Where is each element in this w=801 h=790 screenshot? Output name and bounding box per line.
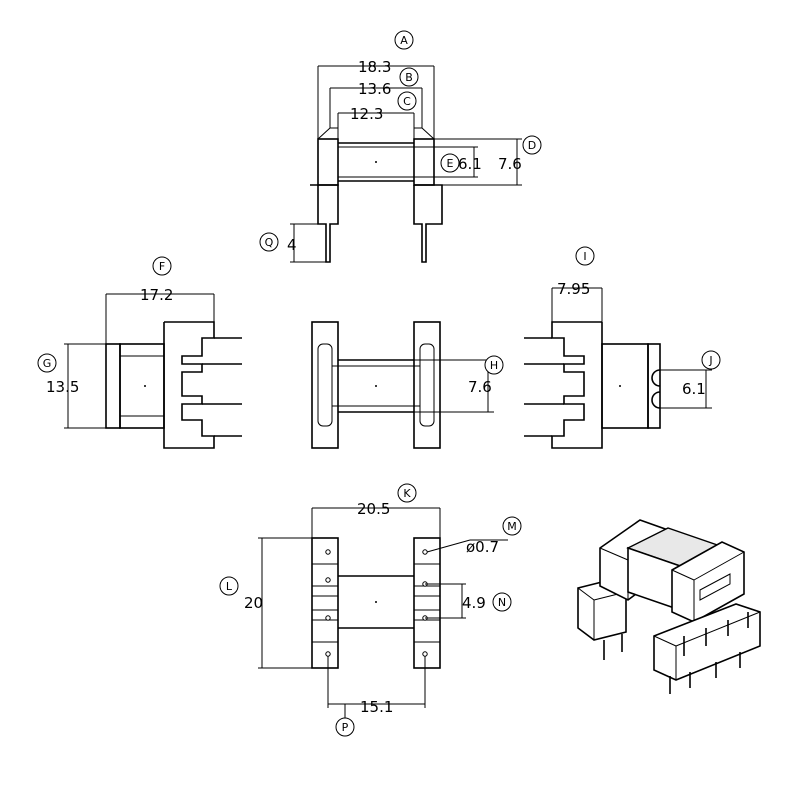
callout-G: G: [43, 357, 52, 370]
dim-M: ø0.7: [466, 538, 499, 556]
dim-Q: 4: [287, 236, 297, 254]
dim-G: 13.5: [46, 378, 79, 396]
callout-F: F: [159, 260, 165, 273]
callout-P: P: [342, 721, 349, 734]
dim-I: 7.95: [557, 280, 590, 298]
dim-B: 13.6: [358, 80, 391, 98]
dim-J: 6.1: [682, 380, 706, 398]
right-side-view: [524, 287, 712, 449]
callout-L: L: [226, 580, 233, 593]
callout-E: E: [447, 157, 454, 170]
dim-K: 20.5: [357, 500, 390, 518]
dim-H: 7.6: [468, 378, 492, 396]
callout-B: B: [405, 71, 413, 84]
callout-markers: A B C D E F G H I J K L M N P Q: [37, 30, 721, 737]
dim-L: 20: [244, 594, 263, 612]
dim-A: 18.3: [358, 58, 391, 76]
bottom-view: [258, 507, 508, 718]
callout-C: C: [403, 95, 411, 108]
callout-Q: Q: [265, 236, 274, 249]
dim-C: 12.3: [350, 105, 383, 123]
front-view: [290, 65, 522, 263]
callout-A: A: [400, 34, 408, 47]
dimension-values: 18.3 13.6 12.3 7.6 6.1 17.2 13.5 7.6 7.9…: [46, 58, 706, 716]
dim-P: 15.1: [360, 698, 393, 716]
callout-D: D: [528, 139, 536, 152]
callout-M: M: [507, 520, 517, 533]
callout-N: N: [498, 596, 506, 609]
callout-K: K: [403, 487, 411, 500]
dim-D: 7.6: [498, 155, 522, 173]
dim-N: 4.9: [462, 594, 486, 612]
isometric-view: [577, 519, 761, 694]
center-side-view: [311, 321, 494, 449]
left-side-view: [64, 293, 242, 449]
callout-I: I: [583, 250, 586, 263]
dim-E: 6.1: [458, 155, 482, 173]
dim-F: 17.2: [140, 286, 173, 304]
callout-J: J: [708, 354, 712, 367]
callout-H: H: [490, 359, 498, 372]
